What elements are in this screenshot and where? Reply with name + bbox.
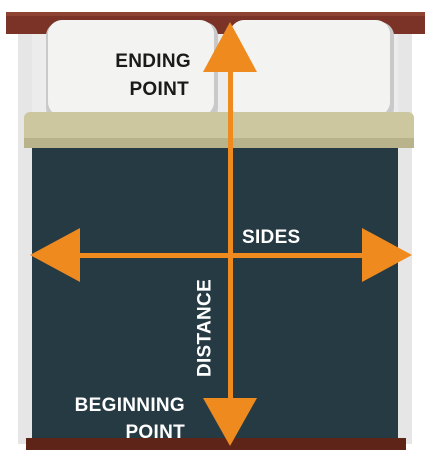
sides-label: SIDES: [242, 227, 301, 248]
sides-arrow: [30, 228, 412, 282]
ending-point-label-line2: POINT: [129, 79, 189, 100]
pillow-left: [48, 20, 214, 116]
headboard-highlight: [6, 12, 425, 16]
beginning-point-label-line2: POINT: [125, 422, 185, 443]
up-arrowhead: [203, 22, 257, 72]
distance-label: DISTANCE: [194, 278, 216, 378]
pillow-right: [230, 20, 390, 116]
distance-arrow: [203, 22, 257, 446]
sides-arrow-shaft: [74, 253, 366, 258]
ending-point-label-line1: ENDING: [115, 51, 191, 72]
distance-arrow-shaft: [228, 62, 233, 408]
blanket: [32, 148, 398, 442]
left-arrowhead: [30, 228, 80, 282]
right-arrowhead: [362, 228, 412, 282]
beginning-point-label-line1: BEGINNING: [74, 395, 185, 416]
footboard: [26, 438, 406, 450]
sheet-edge-right: [396, 34, 412, 444]
sheet-edge-left: [18, 34, 34, 444]
blanket-fold-shade: [24, 138, 414, 148]
down-arrowhead: [203, 398, 257, 446]
